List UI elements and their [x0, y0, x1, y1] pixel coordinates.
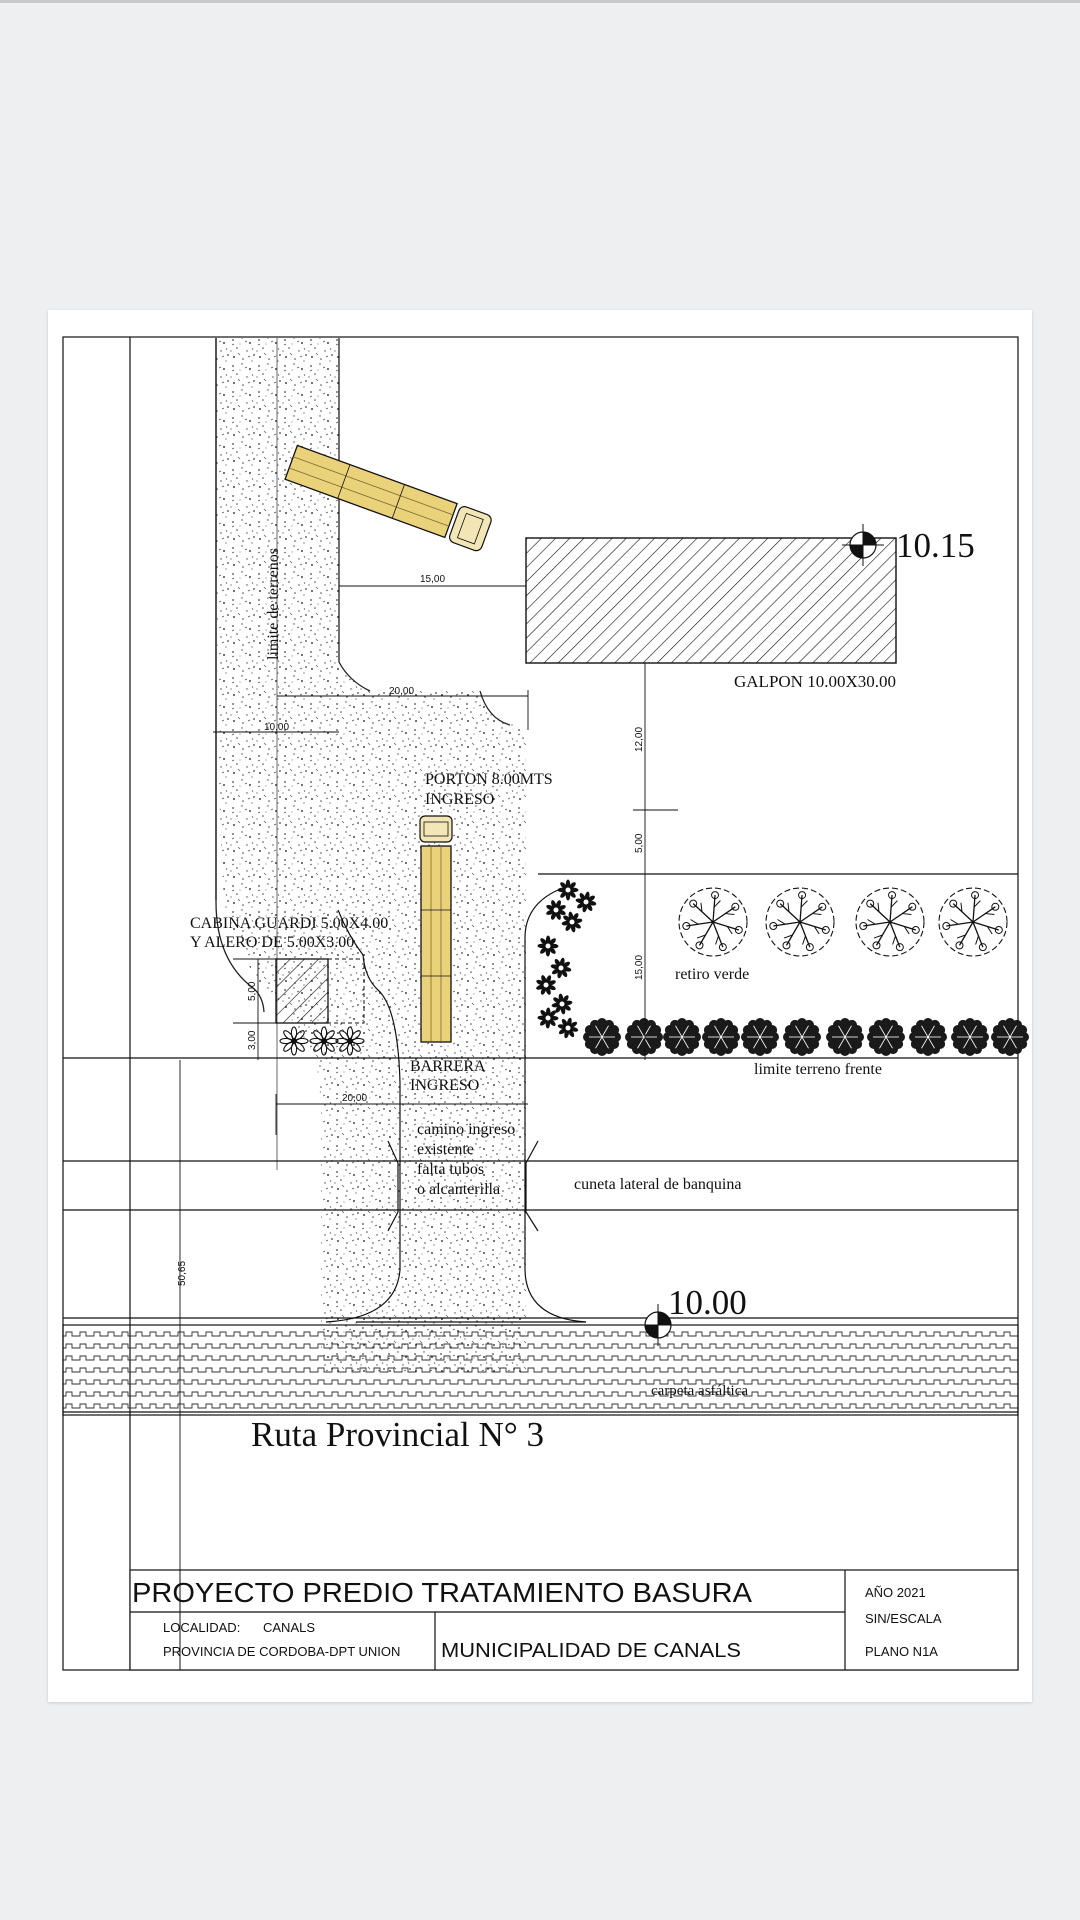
site-boundaries: [62, 336, 1019, 1671]
dim-50: 50,65: [177, 1261, 188, 1286]
barrera-label-2: INGRESO: [410, 1077, 479, 1094]
dim-12: 12,00: [634, 727, 645, 752]
porton-label: PORTON 8.00MTS: [425, 771, 553, 788]
shrub-symbol: [991, 1018, 1029, 1056]
camino-label-2: existente: [417, 1141, 474, 1158]
truck-angled: [284, 444, 492, 552]
culvert-marks: [387, 1140, 539, 1232]
small-plant-symbol: [551, 993, 573, 1015]
localidad-label: LOCALIDAD:: [163, 1620, 240, 1635]
flowers-cabin: [279, 1026, 365, 1056]
elevation-marker-top: [842, 524, 884, 566]
year-text: AÑO 2021: [865, 1585, 926, 1600]
dim-5-cabina: 5,00: [247, 981, 258, 1001]
site-plan-drawing: limite de terrenos GALPON 10.00X30.00 PO…: [62, 336, 1029, 1671]
small-plant-symbol: [537, 1007, 559, 1029]
small-plant-symbol: [550, 957, 572, 979]
small-plant-symbol: [537, 935, 559, 957]
elevation-top: 10.15: [896, 526, 975, 565]
small-plant-symbol: [536, 975, 556, 995]
cuneta-label: cuneta lateral de banquina: [574, 1176, 741, 1193]
localidad-value: CANALS: [263, 1620, 315, 1635]
elevation-marker-bottom: [637, 1304, 679, 1346]
ruta-label: Ruta Provincial N° 3: [251, 1415, 544, 1454]
shrubs-curve: [536, 879, 597, 1039]
title-block: PROYECTO PREDIO TRATAMIENTO BASURA LOCAL…: [129, 1569, 1019, 1671]
tree-symbol: [938, 887, 1008, 957]
dim-5-porton: 5,00: [634, 833, 645, 853]
small-plant-symbol: [561, 911, 583, 933]
guard-cabin: [275, 958, 365, 1024]
camino-label-3: falta tubos: [417, 1161, 484, 1178]
flower-symbol: [309, 1026, 339, 1056]
shrub-symbol: [951, 1018, 989, 1056]
small-plant-symbol: [557, 1017, 579, 1039]
shrub-symbol: [783, 1018, 821, 1056]
dim-3-cabina: 3,00: [247, 1030, 258, 1050]
elevation-bottom: 10.00: [668, 1283, 747, 1322]
truck-parked: [419, 815, 453, 1043]
shrub-symbol: [909, 1018, 947, 1056]
top-edge: [0, 0, 1080, 3]
labels: limite de terrenos GALPON 10.00X30.00 PO…: [190, 526, 975, 1454]
small-plant-symbol: [557, 879, 579, 901]
cabina-label-2: Y ALERO DE 5.00X3.00: [190, 934, 354, 951]
tree-symbol: [678, 887, 748, 957]
retiro-verde-label: retiro verde: [675, 966, 749, 983]
asphalt-road: [62, 1324, 1019, 1416]
shrub-symbol: [663, 1018, 701, 1056]
flower-symbol: [335, 1026, 365, 1056]
small-plant-symbol: [546, 900, 566, 920]
tree-symbol: [855, 887, 925, 957]
tree-symbol: [765, 887, 835, 957]
carpeta-label: carpeta asfáltica: [651, 1383, 748, 1399]
plan-number: PLANO N1A: [865, 1644, 938, 1659]
shrub-symbol: [702, 1018, 740, 1056]
shrub-symbol: [826, 1018, 864, 1056]
project-title: PROYECTO PREDIO TRATAMIENTO BASURA: [132, 1577, 752, 1608]
cabina-label: CABINA GUARDI 5.00X4.00: [190, 915, 388, 932]
dimension-lines: [179, 585, 678, 1670]
small-plant-symbol: [575, 891, 597, 913]
dim-15-vert: 15,00: [634, 955, 645, 980]
scale-text: SIN/ESCALA: [865, 1611, 942, 1626]
galpon-label: GALPON 10.00X30.00: [734, 672, 896, 691]
barrera-label: BARRERA: [410, 1058, 486, 1075]
trees-large: [678, 887, 1008, 957]
entrance-road-edges: [325, 889, 587, 1323]
dim-20-bottom: 20,00: [342, 1093, 367, 1104]
provincia-text: PROVINCIA DE CORDOBA-DPT UNION: [163, 1644, 400, 1659]
camino-label: camino ingreso: [417, 1121, 515, 1138]
dim-10: 10,00: [264, 722, 289, 733]
galpon-building: [525, 537, 897, 664]
flower-symbol: [279, 1026, 309, 1056]
shrub-symbol: [583, 1018, 621, 1056]
dim-15-horiz: 15,00: [420, 574, 445, 585]
limite-frente-label: limite terreno frente: [754, 1061, 882, 1078]
shrub-symbol: [867, 1018, 905, 1056]
dimension-labels: 15,00 20,00 10,00 12,00 5,00 15,00 5,00 …: [177, 574, 645, 1286]
limite-terrenos-label: limite de terrenos: [265, 548, 282, 660]
gravel-road: [215, 338, 526, 1372]
dim-20-top: 20,00: [389, 686, 414, 697]
shrub-symbol: [741, 1018, 779, 1056]
camino-label-4: o alcanterilla: [417, 1181, 500, 1198]
porton-label-2: INGRESO: [425, 791, 494, 808]
shrub-symbol: [625, 1018, 663, 1056]
plan-sheet: limite de terrenos GALPON 10.00X30.00 PO…: [48, 310, 1032, 1702]
municipalidad-text: MUNICIPALIDAD DE CANALS: [441, 1640, 741, 1662]
shrubs-row: [583, 1018, 1029, 1056]
